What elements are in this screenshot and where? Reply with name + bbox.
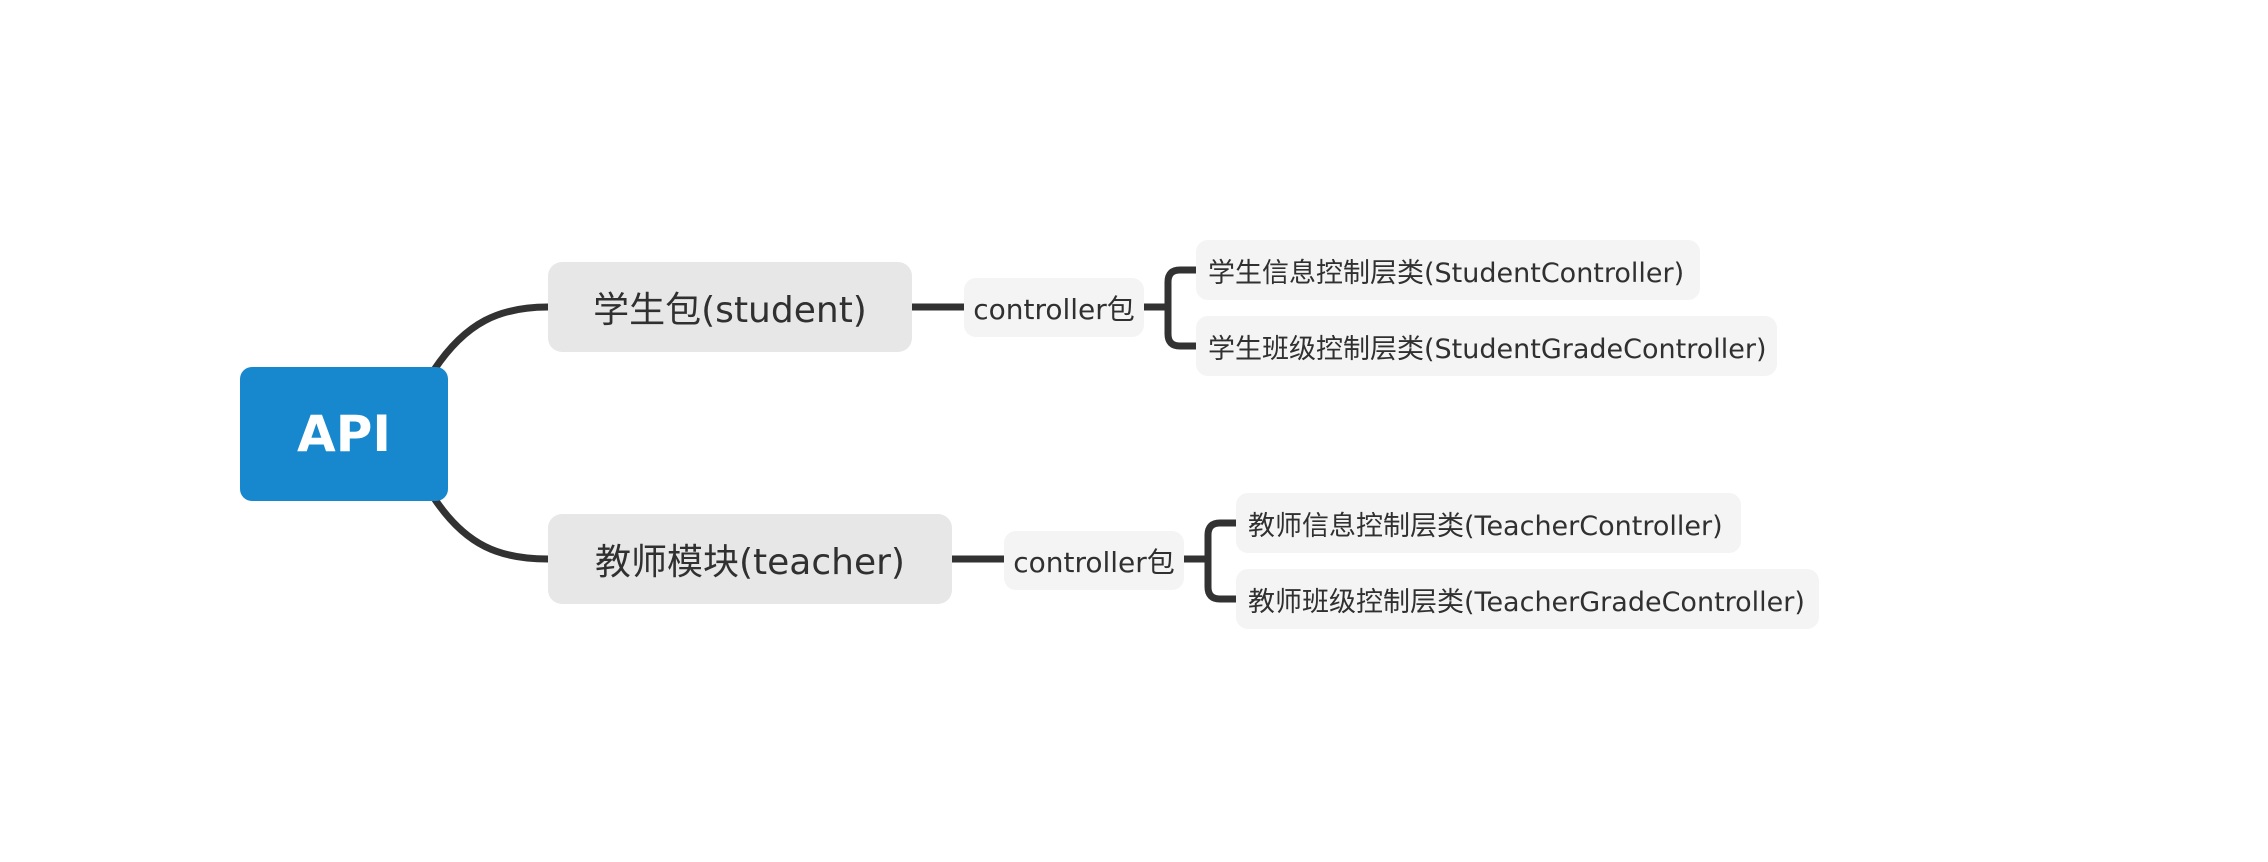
root-node[interactable]: API [240, 367, 448, 501]
topic-teacher-controller-package[interactable]: controller包 [1004, 531, 1184, 590]
topic-teacher-controller[interactable]: 教师信息控制层类(TeacherController) [1236, 493, 1741, 553]
topic-student-grade-controller[interactable]: 学生班级控制层类(StudentGradeController) [1196, 316, 1777, 376]
topic-student-controller[interactable]: 学生信息控制层类(StudentController) [1196, 240, 1700, 300]
connector-root-to-teacher [430, 494, 552, 563]
bracket-student-controller [1140, 266, 1200, 350]
topic-teacher-module[interactable]: 教师模块(teacher) [548, 514, 952, 604]
topic-teacher-grade-controller[interactable]: 教师班级控制层类(TeacherGradeController) [1236, 569, 1819, 629]
topic-student-package[interactable]: 学生包(student) [548, 262, 912, 352]
bracket-teacher-controller [1180, 519, 1240, 603]
connector-root-to-student [430, 303, 552, 374]
topic-student-controller-package[interactable]: controller包 [964, 278, 1144, 337]
